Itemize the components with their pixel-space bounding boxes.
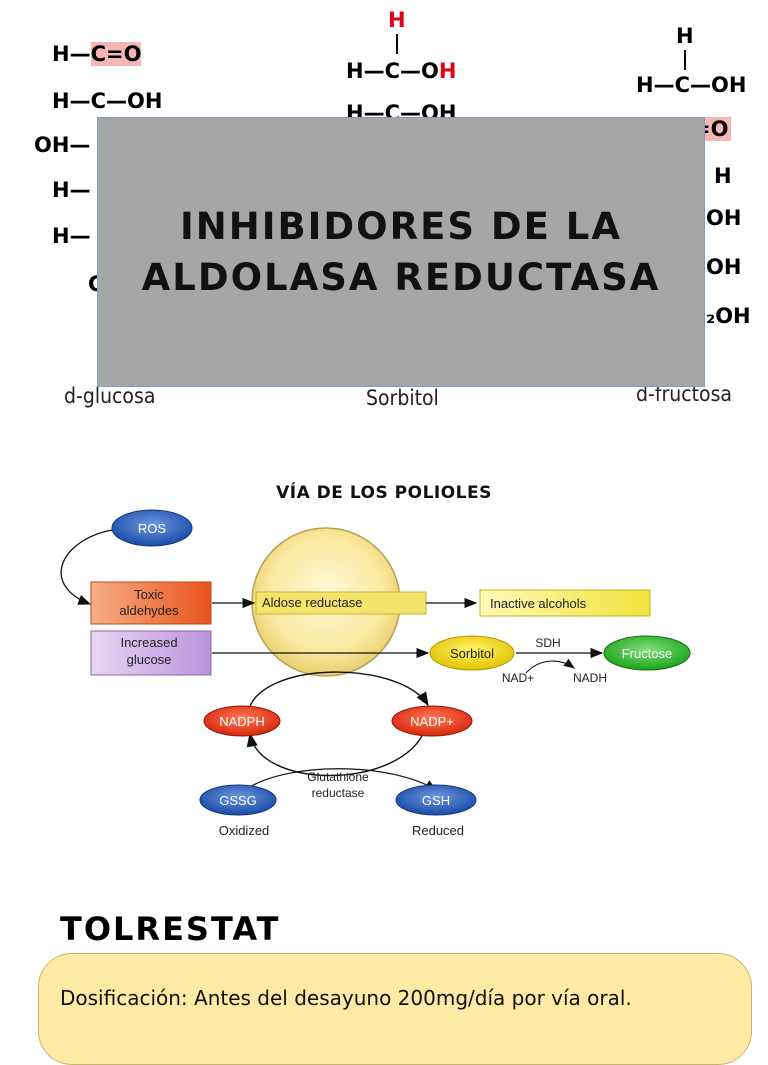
fructose-line-4: OH: [706, 206, 742, 230]
toxic-label-2: aldehydes: [119, 603, 179, 618]
fructose-line-3: H: [714, 164, 732, 188]
glucose-label: d-glucosa: [64, 384, 156, 408]
fructose-line-5: OH: [706, 255, 742, 279]
polyol-heading: VÍA DE LOS POLIOLES: [276, 483, 492, 503]
reduced-label: Reduced: [412, 823, 464, 838]
toxic-aldehydes-box: [90, 581, 212, 625]
nadph-node: [203, 705, 281, 737]
increased-glucose-box: [90, 630, 212, 676]
enzyme-label: Aldose reductase: [262, 595, 362, 610]
glucose-line-1: H—C=O: [52, 42, 142, 66]
title-line-1: INHIBIDORES DE LA: [180, 205, 622, 248]
glucose-line-5: H—: [52, 224, 91, 248]
fructose-node-label: Fructose: [622, 646, 673, 661]
drug-title: TOLRESTAT: [60, 910, 281, 948]
glutathione-label-2: reductase: [312, 786, 365, 800]
glucose-label-1: Increased: [120, 635, 177, 650]
fructose-line-6: ₂OH: [706, 304, 751, 328]
page-title: INHIBIDORES DE LA ALDOLASA REDUCTASA: [142, 201, 661, 303]
sorbitol-label: Sorbitol: [366, 386, 439, 410]
fructose-node: [603, 635, 691, 671]
toxic-label-1: Toxic: [134, 587, 164, 602]
ros-arrow: [60, 529, 113, 605]
gssg-node: [199, 784, 277, 816]
title-line-2: ALDOLASA REDUCTASA: [141, 256, 661, 299]
glutathione-arrow: [247, 768, 438, 791]
title-banner: INHIBIDORES DE LA ALDOLASA REDUCTASA: [97, 117, 705, 387]
glutathione-label-1: Glutathione: [307, 770, 369, 784]
inactive-label: Inactive alcohols: [490, 596, 587, 611]
glucose-line-3: OH—: [34, 133, 91, 157]
nadp-plus-node: [391, 705, 473, 737]
ros-node: [111, 509, 193, 547]
sorbitol-top-h: H: [388, 8, 406, 32]
nadp-plus-label: NADP+: [410, 714, 454, 729]
gssg-label: GSSG: [219, 793, 257, 808]
gsh-node: [395, 784, 477, 816]
bond-line: [396, 34, 398, 54]
sorbitol-node-label: Sorbitol: [450, 646, 494, 661]
fructose-top-h: H: [676, 24, 694, 48]
sdh-label: SDH: [535, 636, 560, 650]
ros-label: ROS: [138, 521, 167, 536]
inactive-alcohols-box: [479, 589, 651, 617]
nad-plus-label: NAD+: [502, 671, 534, 685]
nadph-label: NADPH: [219, 714, 265, 729]
oxidized-label: Oxidized: [219, 823, 270, 838]
nadph-upper-arrow: [247, 671, 429, 713]
bond-line: [684, 50, 686, 70]
polyol-pathway-diagram: ROS Toxic aldehydes Increased glucose Al…: [60, 509, 691, 838]
glucose-label-2: glucose: [127, 652, 172, 667]
nadh-label: NADH: [573, 671, 607, 685]
glucose-line-2: H—C—OH: [52, 89, 163, 113]
gsh-label: GSH: [422, 793, 450, 808]
nad-arrow: [525, 658, 575, 674]
sorbitol-line-1: H—C—OH: [346, 59, 457, 83]
glucose-line-4: H—: [52, 178, 91, 202]
fructose-line-1: H—C—OH: [636, 73, 747, 97]
nadph-lower-arrow: [246, 729, 426, 777]
sorbitol-node: [429, 635, 515, 671]
dosage-text: Dosificación: Antes del desayuno 200mg/d…: [60, 986, 632, 1010]
